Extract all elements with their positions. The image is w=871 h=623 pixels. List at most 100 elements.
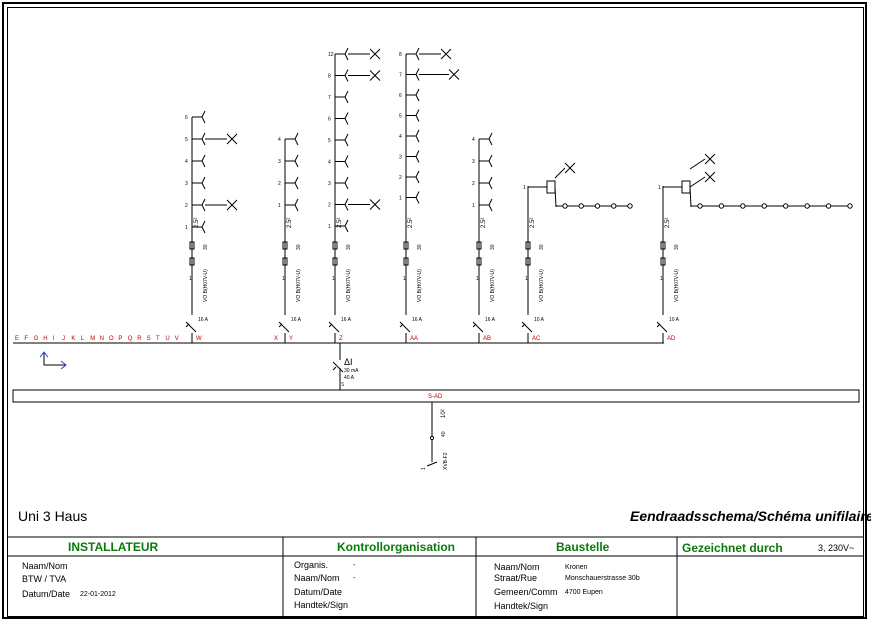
breaker-contact [521,321,533,333]
output-link [554,167,566,179]
switch-contact [488,138,493,146]
lamp [825,203,832,209]
baustelle-street-label: Straat/Rue [494,573,538,583]
switch-contact [415,88,420,96]
output-cross [226,199,238,211]
circuit-id-x: X [274,336,278,342]
output-number: 1 [658,185,661,191]
cable-count: 30 [539,244,545,250]
switch-contact [201,132,206,140]
output-number: 4 [278,137,281,143]
fuse [660,257,666,266]
cable-section: 2.5² [337,218,343,228]
supply-end [426,461,438,467]
output-number: 2 [472,181,475,187]
switch-contact [294,198,299,206]
switch-contact [294,160,299,168]
lamp [783,203,789,209]
phase-count: 1 [189,276,192,282]
switch-contact [201,198,206,206]
bus-letter: P [118,336,122,342]
bus-letter: K [71,336,75,342]
fuse [403,257,409,266]
switch-contact [415,176,420,184]
fuse [332,241,338,250]
bus-letter: V [175,336,179,342]
fuse [476,257,482,266]
output-number: 1 [328,224,331,230]
kontroll-date-label: Datum/Date [294,587,343,597]
kontroll-name-label: Naam/Nom [294,573,340,583]
switch-contact [488,160,493,168]
kontroll-sign-label: Handtek/Sign [294,600,349,610]
fuse [189,257,195,266]
switch-contact [344,133,349,141]
output-number: 2 [278,181,281,187]
output-number: 5 [399,114,402,120]
switch-contact [415,94,420,102]
switch-contact [201,160,206,168]
output-cross [369,70,381,81]
baustelle-commune-value: 4700 Eupen [565,589,603,596]
switch-contact [201,116,206,124]
cable-section: 2.5² [530,218,536,228]
switch-contact [201,182,206,190]
switch-contact [344,53,349,61]
switch-contact [415,53,420,61]
output-number: 3 [328,181,331,187]
cable-count: 30 [674,244,680,250]
cable-count: 30 [417,244,423,250]
output-number: 6 [399,93,402,99]
cable-section: 2.5² [287,218,293,228]
switch-contact [201,154,206,162]
breaker-rating: 16 A [485,317,496,323]
output-number: 3 [185,181,188,187]
lamp [740,203,746,209]
switch-contact [344,69,349,76]
switch-contact [415,156,420,163]
switch-contact [415,191,420,198]
output-number: 7 [328,95,331,101]
lamp [804,203,810,209]
circuit-id-w: W [196,336,202,342]
output-number: 6 [185,115,188,121]
bus-letter: G [34,336,39,342]
cable-type: VO B(H07V-U) [490,269,496,302]
output-cross [440,48,452,60]
cable-type: VO B(H07V-U) [296,269,302,302]
output-number: 1 [472,203,475,209]
output-number: 7 [399,73,402,79]
main-breaker-delta: ΔI [344,357,353,367]
installateur-name-label: Naam/Nom [22,561,68,571]
switch-contact [294,176,299,184]
supply-phase: 1 [421,467,427,470]
baustelle-name-value: Kronen [565,564,588,571]
distribution-rail [12,389,860,403]
breaker-rating: 10 A [534,317,545,323]
breaker-rating: 16 A [291,317,302,323]
main-bus-label: S-AD [428,394,443,400]
kontroll-name-value: - [353,575,356,582]
output-cross [369,48,381,60]
switch-contact [294,182,299,190]
bus-letter: L [81,336,85,342]
phase-count: 1 [525,276,528,282]
breaker-rating: 16 A [412,317,423,323]
switch-contact [201,110,206,118]
lamp [594,203,601,209]
baustelle-header: Baustelle [556,540,610,554]
installateur-vat-label: BTW / TVA [22,574,67,584]
output-number: 4 [472,137,475,143]
output-cross [564,162,576,174]
main-breaker-sensitivity: 30 mA [344,368,359,374]
breaker-rating: 16 A [341,317,352,323]
breaker-contact [399,321,411,333]
cable-type: VO B(H07V-U) [346,269,352,302]
output-number: 4 [185,159,188,165]
breaker-tick [521,323,526,328]
circuit-id-z: Z [339,336,343,342]
bus-letter: T [156,336,160,342]
lamp-feed [554,186,557,208]
